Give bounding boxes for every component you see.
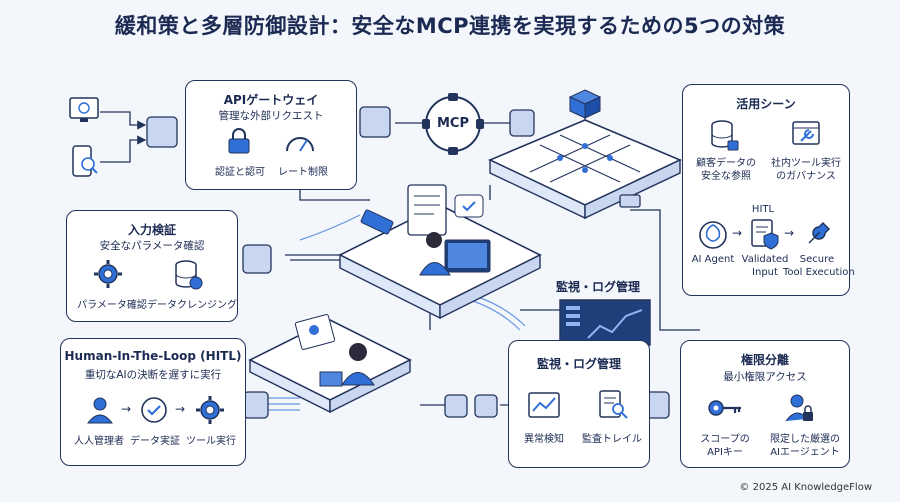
hitl-title: Human-In-The-Loop (HITL) [64,349,242,363]
flow-secure-label-2: Tool Execution [783,267,855,278]
shield-doc-icon [751,219,779,250]
monitoring-panel: 監視・ログ管理 異常検知 監査トレイル [508,340,650,468]
mobile-search-icon [72,145,98,177]
use-case-customer-data-2: 安全な参照 [701,171,751,182]
privilege-panel: 権限分離 最小権限アクセス スコープの APIキー 限定した厳選の AIエージェ… [680,340,850,468]
connector-plugs [146,106,670,419]
database-icon [175,260,203,290]
hitl-subtitle: 重切なAIの決断を遅すに実行 [84,369,222,381]
copyright: © 2025 AI KnowledgeFlow [739,482,872,493]
central-platform [338,184,542,320]
mcp-hub-gear [422,93,484,155]
gear-icon [94,260,122,288]
key-icon [708,400,741,416]
chart-icon [528,392,560,418]
input-validation-panel: 入力検証 安全なパラメータ確認 パラメータ確認 データクレンジング [66,210,238,322]
monitoring-title: 監視・ログ管理 [536,357,621,371]
person-icon [86,397,114,424]
input-validation-subtitle: 安全なパラメータ確認 [99,240,205,252]
use-case-customer-data-1: 顧客データの [696,158,756,169]
speedometer-icon [286,137,314,152]
flow-validated-label-1: Validated [741,254,789,265]
page-title: 緩和策と多層防御設計：安全なMCP連携を実現するための5つの対策 [114,14,786,38]
use-cases-title: 活用シーン [736,97,796,111]
flow-validated-label-2: Input [752,267,778,278]
lock-icon [228,128,250,154]
hitl-platform [248,314,412,414]
database-lock-icon [711,120,739,151]
input-item-param-label: パラメータ確認 [77,300,147,311]
monitoring-item-anomaly-label: 異常検知 [524,434,564,445]
monitor-icon [69,97,99,122]
input-item-cleanse-label: データクレンジング [147,300,237,311]
monitoring-float-title: 監視・ログ管理 [556,280,641,294]
wrench-icon [808,221,831,244]
user-lock-icon [785,394,813,422]
privilege-item-key-label-2: APIキー [707,447,743,458]
hitl-panel: Human-In-The-Loop (HITL) 重切なAIの決断を遅すに実行 … [60,338,246,466]
input-validation-title: 入力検証 [127,223,176,237]
hitl-item-admin-label: 人人管理者 [74,436,124,447]
use-case-tool-governance-2: のガバナンス [776,171,836,182]
api-item-rate-label: レート制限 [278,167,328,178]
use-case-flow-hitl-label: HITL [751,204,775,215]
privilege-item-key-label-1: スコープの [700,434,750,445]
document-search-icon [599,390,628,419]
check-circle-icon [141,397,167,423]
use-cases-panel: 活用シーン 顧客データの 安全な参照 社内ツール実行 のガバナンス HITL →… [682,84,855,296]
gear-icon [196,396,224,424]
api-gateway-panel: APIゲートウェイ 管理な外部リクエスト 認証と認可 レート制限 [185,80,357,190]
network-chip-platform [488,89,682,220]
api-gateway-title: APIゲートウェイ [223,93,319,107]
use-case-tool-governance-1: 社内ツール実行 [771,158,841,169]
dashboard-icon [559,299,651,346]
mcp-label: MCP [436,116,469,131]
hitl-item-exec-label: ツール実行 [186,436,236,447]
privilege-item-agent-label-2: AIエージェント [770,447,840,458]
flow-ai-agent-label: AI Agent [691,254,735,265]
privilege-subtitle: 最小権限アクセス [723,371,807,383]
tool-window-icon [792,121,820,145]
monitoring-item-audit-label: 監査トレイル [582,434,642,445]
flow-secure-label-1: Secure [799,254,835,265]
hitl-item-verify-label: データ実証 [130,436,180,447]
privilege-item-agent-label-1: 限定した厳選の [770,434,840,445]
privilege-title: 権限分離 [740,353,789,367]
api-gateway-subtitle: 管理な外部リクエスト [218,110,324,122]
api-item-auth-label: 認証と認可 [215,167,265,178]
ai-agent-icon [699,221,727,249]
